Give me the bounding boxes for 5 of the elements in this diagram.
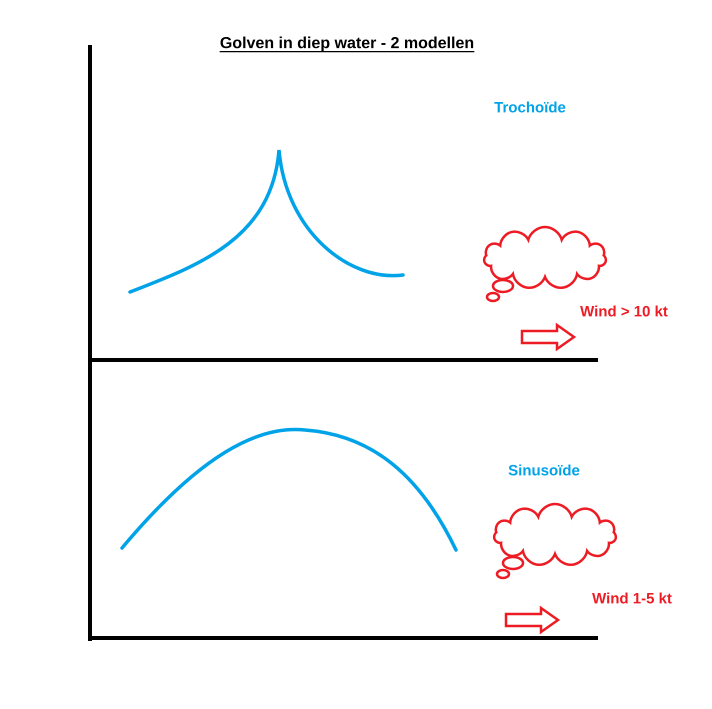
title: Golven in diep water - 2 modellen bbox=[220, 36, 474, 52]
label: Wind > 10 kt bbox=[580, 306, 668, 316]
label: Sinusoïde bbox=[508, 464, 580, 476]
label: Trochoïde bbox=[494, 102, 566, 112]
label: Wind 1-5 kt bbox=[592, 592, 672, 604]
